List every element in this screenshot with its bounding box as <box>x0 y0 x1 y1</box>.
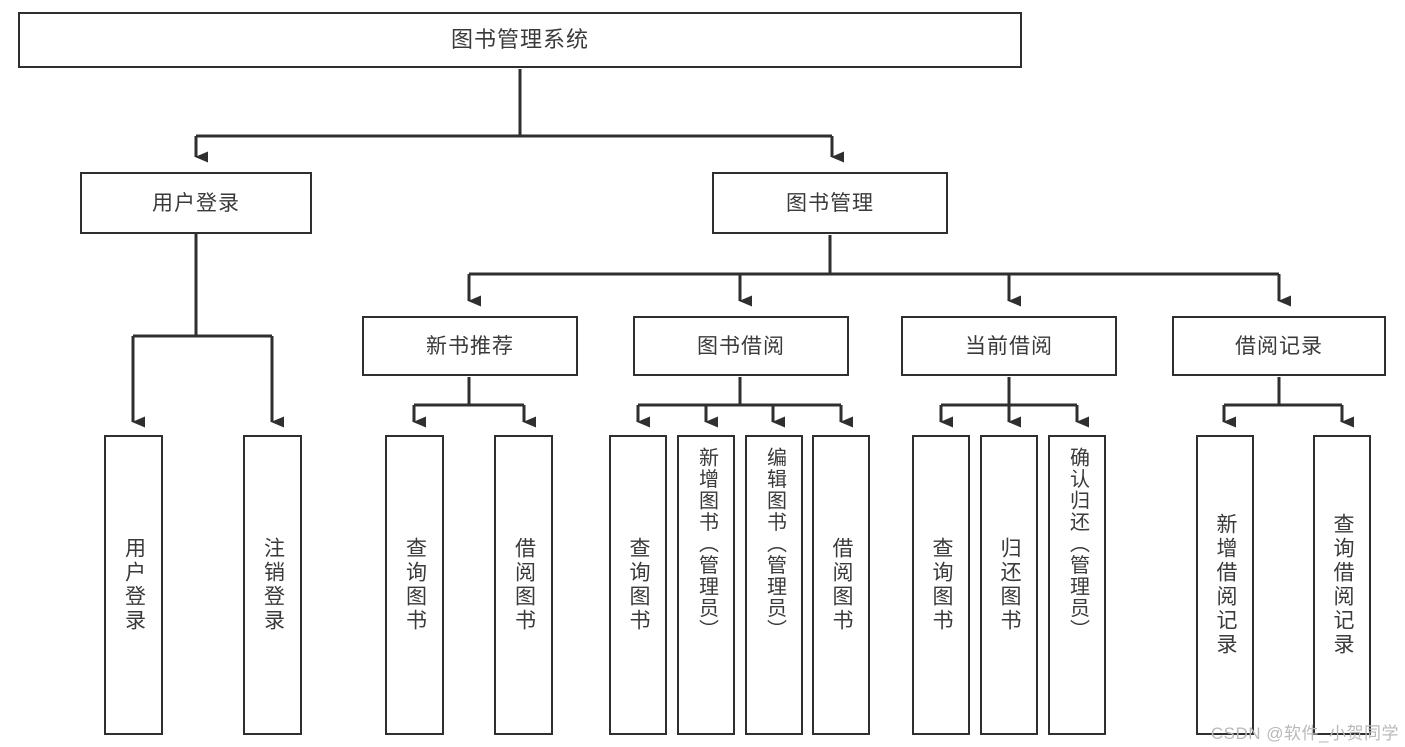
node-label: 注销登录 <box>261 537 285 633</box>
node-label: 借阅图书 <box>830 537 854 633</box>
node-borrow-record[interactable]: 借阅记录 <box>1172 316 1386 376</box>
node-label: 查询图书 <box>627 537 651 633</box>
node-label: 图书借阅 <box>697 334 785 358</box>
node-label: 归还图书 <box>998 537 1022 633</box>
node-root-system[interactable]: 图书管理系统 <box>18 12 1022 68</box>
node-label: 当前借阅 <box>965 334 1053 358</box>
leaf-borrow-book-recommend[interactable]: 借阅图书 <box>494 435 553 735</box>
node-book-management[interactable]: 图书管理 <box>712 172 948 234</box>
node-current-borrow[interactable]: 当前借阅 <box>901 316 1117 376</box>
node-label: 用户登录 <box>152 191 240 215</box>
node-label: 借阅图书 <box>512 537 536 633</box>
node-label: 查询图书 <box>403 537 427 633</box>
leaf-confirm-return-admin[interactable]: 确认归还（管理员） <box>1048 435 1106 735</box>
node-label: 新增借阅记录 <box>1214 513 1238 657</box>
leaf-borrow-book[interactable]: 借阅图书 <box>812 435 870 735</box>
node-label: 用户登录 <box>122 537 146 633</box>
node-label: 借阅记录 <box>1235 334 1323 358</box>
leaf-add-borrow-record[interactable]: 新增借阅记录 <box>1196 435 1254 735</box>
leaf-logout[interactable]: 注销登录 <box>243 435 302 735</box>
node-label: 查询借阅记录 <box>1331 513 1355 657</box>
node-label: 确认归还（管理员） <box>1066 447 1089 641</box>
node-user-login[interactable]: 用户登录 <box>80 172 312 234</box>
leaf-return-book[interactable]: 归还图书 <box>980 435 1038 735</box>
leaf-edit-book-admin[interactable]: 编辑图书（管理员） <box>745 435 803 735</box>
node-label: 新书推荐 <box>426 334 514 358</box>
node-label: 新增图书（管理员） <box>695 447 718 641</box>
node-label: 查询图书 <box>930 537 954 633</box>
node-label: 编辑图书（管理员） <box>763 447 786 641</box>
leaf-query-book-current[interactable]: 查询图书 <box>912 435 970 735</box>
watermark: CSDN @软件_小贺同学 <box>1210 724 1399 743</box>
leaf-user-login[interactable]: 用户登录 <box>104 435 163 735</box>
node-new-book-recommend[interactable]: 新书推荐 <box>362 316 578 376</box>
leaf-add-book-admin[interactable]: 新增图书（管理员） <box>677 435 735 735</box>
node-label: 图书管理系统 <box>450 27 589 52</box>
node-book-borrow[interactable]: 图书借阅 <box>633 316 849 376</box>
leaf-query-borrow-record[interactable]: 查询借阅记录 <box>1313 435 1371 735</box>
node-label: 图书管理 <box>786 191 874 215</box>
leaf-query-book-recommend[interactable]: 查询图书 <box>385 435 444 735</box>
leaf-query-book-borrow[interactable]: 查询图书 <box>609 435 667 735</box>
